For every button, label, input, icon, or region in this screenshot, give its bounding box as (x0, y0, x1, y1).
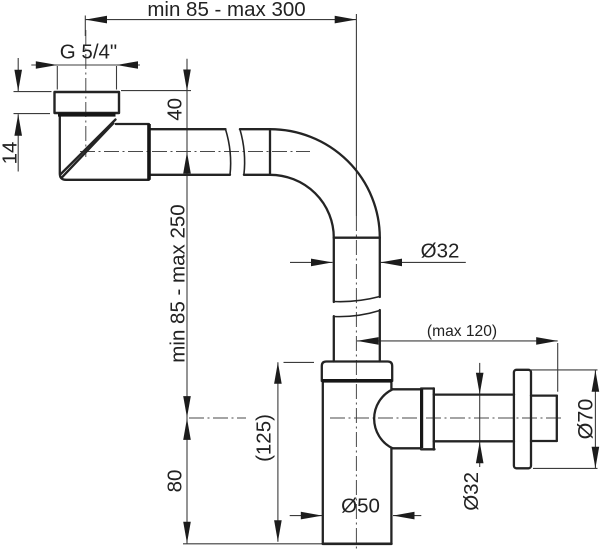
svg-text:80: 80 (164, 470, 187, 493)
svg-text:Ø70: Ø70 (573, 399, 597, 440)
svg-text:Ø32: Ø32 (421, 239, 460, 262)
svg-text:Ø32: Ø32 (460, 472, 483, 511)
svg-text:min 85 - max 250: min 85 - max 250 (167, 204, 190, 362)
svg-text:(125): (125) (253, 414, 276, 462)
svg-text:Ø50: Ø50 (341, 495, 380, 518)
svg-text:(max 120): (max 120) (427, 323, 497, 340)
svg-text:min 85 - max 300: min 85 - max 300 (147, 0, 305, 21)
svg-text:14: 14 (0, 142, 21, 165)
svg-text:G 5/4": G 5/4" (60, 41, 117, 64)
svg-text:40: 40 (164, 98, 187, 121)
